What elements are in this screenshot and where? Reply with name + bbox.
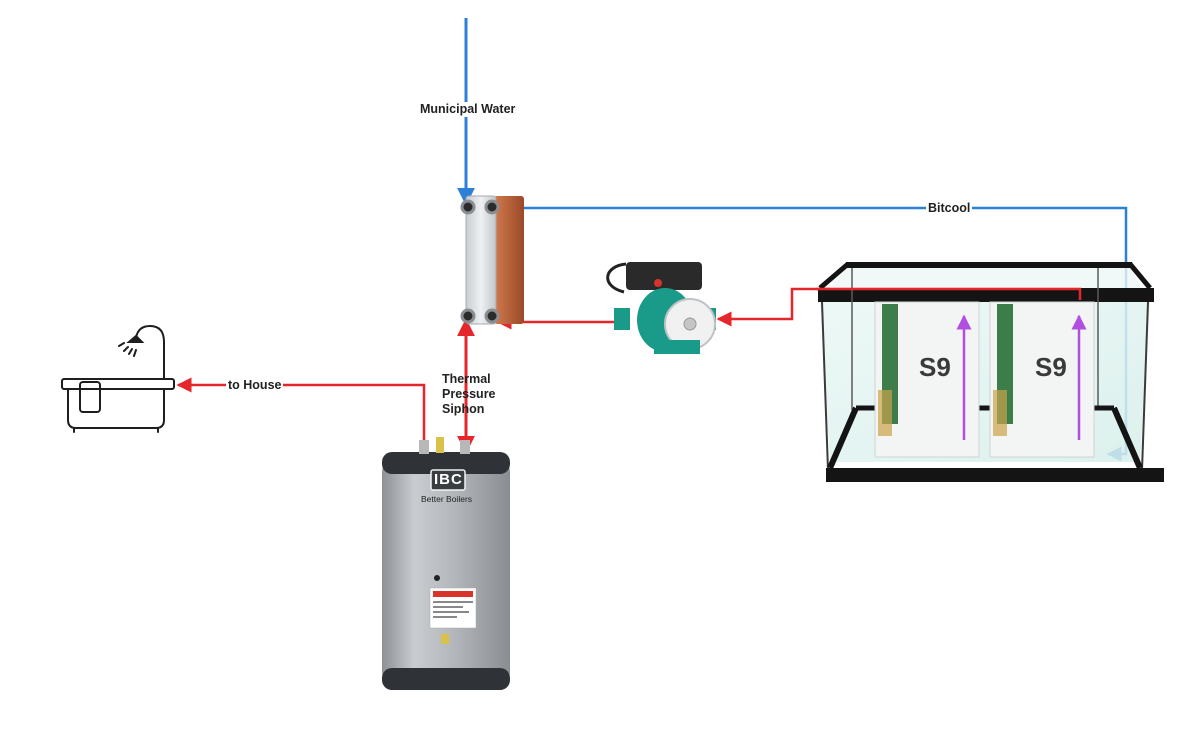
bathtub-icon: [61, 325, 175, 433]
miner-label: S9: [919, 352, 951, 382]
shower-icon: [118, 334, 145, 357]
siphon-label-line: Siphon: [442, 402, 485, 416]
water-heater-icon: [382, 437, 510, 690]
boiler-brand: Better Boilers: [421, 494, 473, 504]
siphon-label-line: Pressure: [442, 387, 496, 401]
miner-label: S9: [1035, 352, 1067, 382]
immersion-tank-icon: [818, 262, 1164, 482]
to-house-pipe: [176, 377, 426, 448]
boiler-logo: IBC: [434, 471, 463, 488]
municipal-water-label: Municipal Water: [420, 102, 516, 117]
thermal-pressure-siphon-label: Thermal Pressure Siphon: [442, 372, 496, 417]
siphon-label-line: Thermal: [442, 372, 491, 386]
to-house-label: to House: [226, 378, 284, 393]
tank-outlet-pipe: [816, 287, 1082, 300]
bitcool-label: Bitcool: [926, 201, 973, 216]
circulator-pump-icon: [606, 262, 716, 354]
heat-exchanger-icon: [460, 195, 524, 325]
